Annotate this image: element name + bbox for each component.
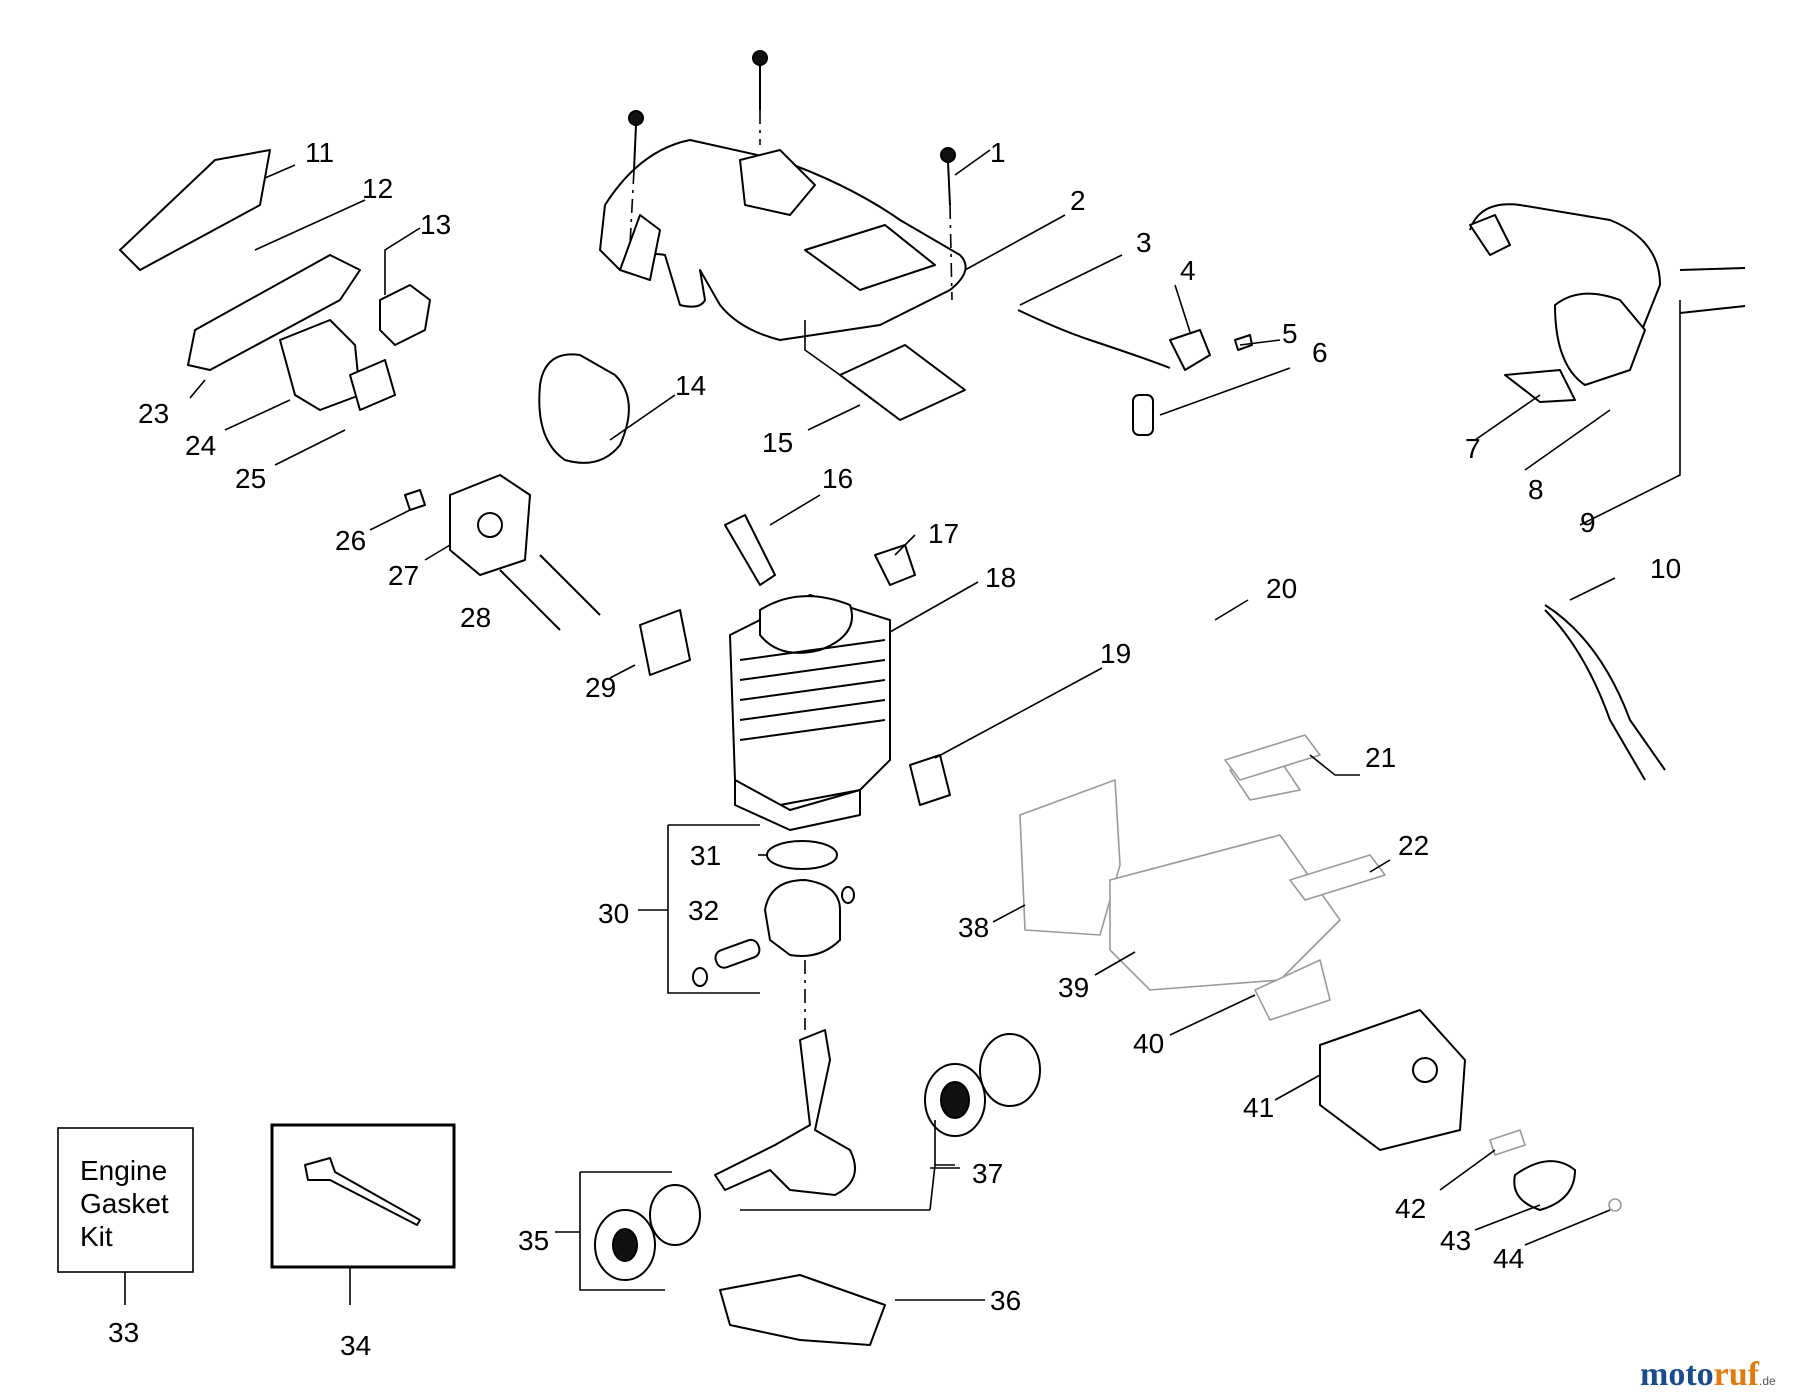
bearing-37b: [979, 1033, 1041, 1107]
callout-17: 17: [928, 518, 959, 549]
spark-plug: [724, 514, 776, 586]
callout-19: 19: [1100, 638, 1131, 669]
watermark-part1: moto: [1640, 1356, 1714, 1393]
decompression-valve: [909, 754, 951, 806]
callout-7: 7: [1465, 433, 1481, 464]
ground-bracket: [1504, 369, 1576, 403]
svg-text:motoruf.de: motoruf.de: [1640, 1356, 1776, 1393]
callout-38: 38: [958, 912, 989, 943]
callout-5: 5: [1282, 318, 1298, 349]
watermark-suffix: .de: [1759, 1374, 1776, 1388]
callout-25: 25: [235, 463, 266, 494]
fuel-valve: [1169, 329, 1211, 371]
leader-lines: [124, 149, 1681, 1305]
callout-11: 11: [305, 137, 334, 168]
carburetor: [279, 319, 361, 411]
callout-6: 6: [1312, 337, 1328, 368]
fuel-filter: [1132, 394, 1154, 436]
decal: [839, 344, 966, 421]
callout-26: 26: [335, 525, 366, 556]
callout-20: 20: [1266, 573, 1297, 604]
gasket-25: [349, 359, 396, 411]
gasket-22: [1289, 854, 1386, 901]
spark-cap: [1469, 214, 1511, 256]
callout-1: 1: [990, 137, 1006, 168]
bearing-35b: [649, 1184, 701, 1246]
callout-21: 21: [1365, 742, 1396, 773]
callout-30: 30: [598, 898, 629, 929]
callout-41: 41: [1243, 1092, 1274, 1123]
fuel-line: [1017, 309, 1171, 369]
piston-pin: [714, 938, 761, 969]
callout-9: 9: [1580, 507, 1596, 538]
crankcase-half: [719, 1274, 886, 1346]
muffler-shield: [1019, 779, 1121, 936]
crankshaft: [714, 1029, 856, 1196]
callout-8: 8: [1528, 474, 1544, 505]
callout-2: 2: [1070, 185, 1086, 216]
callout-32: 32: [688, 895, 719, 926]
callout-39: 39: [1058, 972, 1089, 1003]
piston-ring: [766, 840, 838, 870]
spark-arrestor: [1513, 1160, 1576, 1211]
cylinder: [729, 594, 891, 831]
spark-boot: [874, 544, 916, 586]
shroud-screws: [628, 50, 956, 301]
callout-23: 23: [138, 398, 169, 429]
callout-3: 3: [1136, 227, 1152, 258]
cylinder-shroud: [599, 139, 967, 341]
callout-31: 31: [690, 840, 721, 871]
watermark-part2: ruf: [1714, 1356, 1760, 1393]
bolt-26: [404, 489, 426, 511]
watermark-logo: motoruf.de: [1640, 1356, 1776, 1393]
kit-line-2: Gasket: [80, 1188, 169, 1219]
callout-15: 15: [762, 427, 793, 458]
spark-plug-wrench: [304, 1157, 421, 1226]
callout-33: 33: [108, 1317, 139, 1348]
callout-22: 22: [1398, 830, 1429, 861]
engine-gasket-kit-box: [57, 1127, 194, 1273]
callout-14: 14: [675, 370, 706, 401]
callout-43: 43: [1440, 1225, 1471, 1256]
carb-bracket: [187, 254, 361, 371]
kit-line-1: Engine: [80, 1155, 167, 1186]
callout-34: 34: [340, 1330, 371, 1361]
callout-40: 40: [1133, 1028, 1164, 1059]
ignition-lead: [1469, 203, 1661, 336]
muffler: [1319, 1009, 1466, 1151]
callout-36: 36: [990, 1285, 1021, 1316]
callout-16: 16: [822, 463, 853, 494]
intake-elbow: [379, 284, 431, 346]
ignition-coil: [1554, 292, 1646, 386]
exhaust-gasket-29: [639, 609, 691, 676]
gasket-40: [1254, 959, 1331, 1021]
air-filter: [119, 149, 271, 271]
callout-labels: 1 2 3 4 5 6 7 8 9 10 11 12 13 14 15 16 1…: [108, 137, 1681, 1361]
gasket-21: [1224, 734, 1321, 781]
intake-boot: [538, 353, 630, 464]
callout-12: 12: [362, 173, 393, 204]
callout-10: 10: [1650, 553, 1681, 584]
kit-line-3: Kit: [80, 1221, 113, 1252]
callout-13: 13: [420, 209, 451, 240]
callout-4: 4: [1180, 255, 1196, 286]
callout-37: 37: [972, 1158, 1003, 1189]
callout-24: 24: [185, 430, 216, 461]
piston: [764, 879, 841, 957]
callout-27: 27: [388, 560, 419, 591]
ignition-wires: [1544, 604, 1666, 781]
callout-44: 44: [1493, 1243, 1524, 1274]
callout-42: 42: [1395, 1193, 1426, 1224]
callout-28: 28: [460, 602, 491, 633]
callout-29: 29: [585, 672, 616, 703]
callout-18: 18: [985, 562, 1016, 593]
callout-35: 35: [518, 1225, 549, 1256]
